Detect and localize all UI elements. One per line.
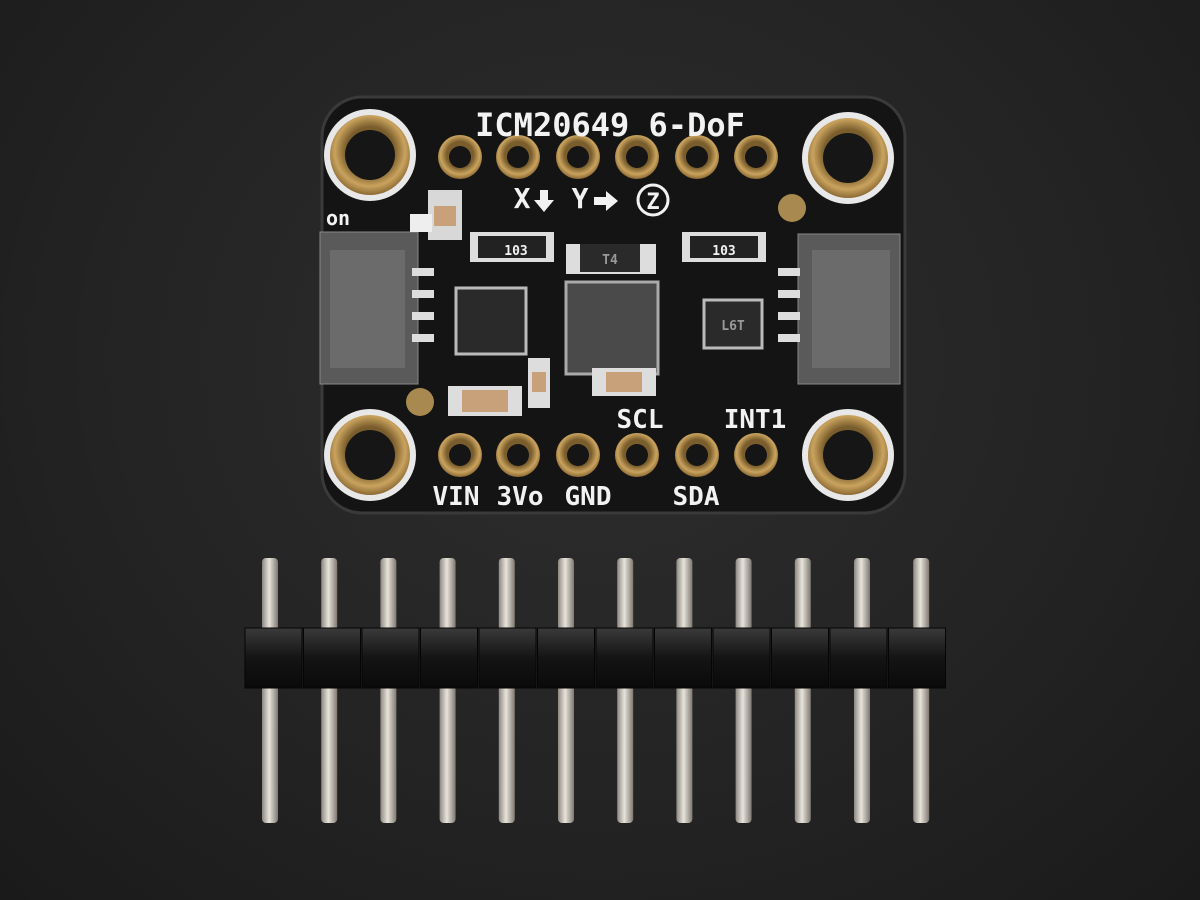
pad-hole bbox=[567, 444, 589, 466]
header-plastic-segment bbox=[712, 627, 771, 689]
axis-x-label: X bbox=[514, 182, 531, 215]
pin-label-scl: SCL bbox=[617, 405, 664, 435]
smd-components bbox=[406, 190, 806, 416]
header-plastic-segment bbox=[771, 627, 829, 689]
pad-hole bbox=[507, 146, 529, 168]
header-pin bbox=[439, 558, 456, 823]
header-plastic-segment bbox=[888, 627, 946, 689]
header-plastic-segment bbox=[829, 627, 888, 689]
header-pads bbox=[438, 135, 778, 477]
header-plastic-segment bbox=[654, 627, 712, 689]
pad-hole bbox=[686, 146, 708, 168]
pad-hole bbox=[449, 444, 471, 466]
chip-marking: L6T bbox=[721, 319, 745, 334]
pad-hole bbox=[626, 146, 648, 168]
header-pin bbox=[321, 558, 338, 823]
header-plastic-segment bbox=[537, 627, 595, 689]
header-pin bbox=[617, 558, 634, 823]
pad-hole bbox=[449, 146, 471, 168]
header-plastic-segment bbox=[595, 627, 654, 689]
imu-chip bbox=[564, 280, 660, 376]
axis-y-label: Y bbox=[572, 182, 589, 215]
chip-marking: T4 bbox=[602, 253, 618, 268]
header-pin bbox=[262, 558, 278, 823]
header-pin bbox=[794, 558, 811, 823]
header-plastic-segment bbox=[244, 627, 303, 689]
stemma-connector-left bbox=[319, 231, 434, 385]
header-pin bbox=[558, 558, 574, 823]
header-pin bbox=[380, 558, 397, 823]
pad-hole bbox=[626, 444, 648, 466]
header-pin bbox=[913, 558, 930, 823]
pin-label-int1: INT1 bbox=[724, 405, 787, 435]
z-axis-circle-icon bbox=[636, 183, 670, 217]
pad-hole bbox=[745, 146, 767, 168]
axis-z-label: Z bbox=[646, 190, 659, 215]
header-pin bbox=[854, 558, 870, 823]
mounting-holes bbox=[324, 109, 894, 501]
pin-label-vin: VIN bbox=[433, 482, 480, 512]
arrow-down-icon bbox=[534, 190, 554, 212]
board-title: ICM20649 6-DoF bbox=[475, 106, 745, 144]
pin-header bbox=[244, 558, 946, 823]
header-pin bbox=[735, 558, 752, 823]
header-plastic-segment bbox=[361, 627, 420, 689]
pad-hole bbox=[567, 146, 589, 168]
pin-label-3vo: 3Vo bbox=[497, 482, 544, 512]
pin-label-sda: SDA bbox=[673, 482, 720, 512]
resistor-label: 103 bbox=[712, 244, 735, 259]
pad-hole bbox=[745, 444, 767, 466]
pad-hole bbox=[686, 444, 708, 466]
led-label: on bbox=[326, 206, 350, 230]
pin-label-gnd: GND bbox=[565, 482, 612, 512]
header-pin bbox=[676, 558, 693, 823]
stemma-connector-right bbox=[778, 233, 901, 385]
resistor-label: 103 bbox=[504, 244, 527, 259]
header-plastic-segment bbox=[303, 627, 361, 689]
arrow-right-icon bbox=[594, 191, 618, 211]
header-plastic-segment bbox=[478, 627, 537, 689]
header-pin bbox=[498, 558, 515, 823]
pad-hole bbox=[507, 444, 529, 466]
header-plastic-segment bbox=[420, 627, 478, 689]
